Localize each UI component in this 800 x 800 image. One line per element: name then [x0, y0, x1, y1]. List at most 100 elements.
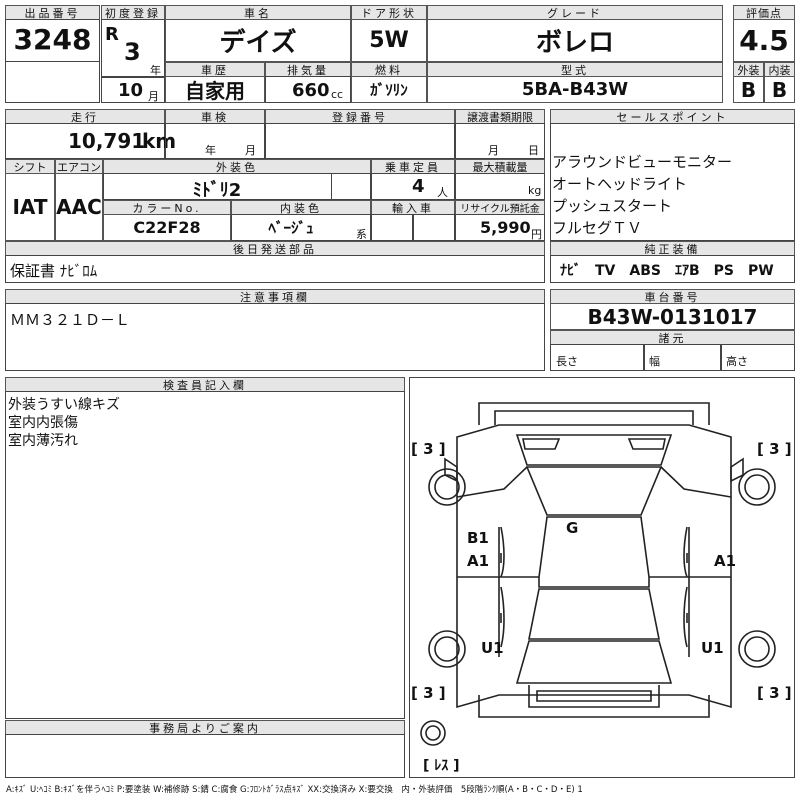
max-load-unit: kg: [528, 184, 542, 197]
inspection-month-unit: 月: [245, 144, 256, 157]
sales-point-item: フルセグＴＶ: [552, 219, 643, 237]
first-reg-month: 10: [118, 80, 144, 101]
specs-height: 高さ: [726, 355, 748, 368]
inspector-line: 室内薄汚れ: [8, 433, 78, 449]
fuel-label: 燃料: [351, 62, 427, 77]
recycle-box: [455, 214, 545, 241]
inspector-line: 外装うすい線キズ: [8, 397, 120, 413]
mileage-box: [5, 123, 165, 159]
recycle: 5,990: [480, 218, 531, 237]
color: ﾐﾄﾞﾘ2: [192, 180, 242, 201]
car-name-label: 車名: [165, 5, 351, 20]
tire-front-left-mark: [ 3 ]: [411, 440, 446, 458]
transfer-deadline-label: 譲渡書類期限: [455, 109, 545, 124]
later-parts: 保証書 ﾅﾋﾞﾛﾑ: [10, 262, 98, 280]
first-reg-month-unit: 月: [148, 90, 159, 103]
displacement-box: [265, 76, 351, 103]
max-load-box: [455, 173, 545, 200]
damage-a1-right: A1: [714, 552, 736, 570]
inspection-year-unit: 年: [205, 144, 216, 157]
exterior-rank: B: [733, 76, 764, 103]
capacity: 4: [412, 176, 425, 197]
int-color-label: 内装色: [231, 200, 371, 215]
int-color-box: [231, 214, 371, 241]
score-label: 評価点: [733, 5, 795, 20]
registration-box: [265, 123, 455, 159]
spare-mark: [ ﾚｽ ]: [423, 758, 460, 774]
displacement-unit: cc: [331, 88, 344, 101]
color-no-label: カラーNo.: [103, 200, 231, 215]
rear-bumper: [528, 685, 660, 708]
chassis-label: 車台番号: [550, 289, 795, 304]
wheel-front-right: [738, 468, 776, 506]
first-reg-label: 初度登録: [101, 5, 165, 20]
body-outline: [456, 424, 732, 709]
sales-point-item: オートヘッドライト: [552, 175, 688, 193]
displacement-label: 排気量: [265, 62, 351, 77]
import-box-b: [413, 214, 455, 241]
capacity-box: [371, 173, 455, 200]
caution-box: [5, 303, 545, 371]
car-diagram-frame: [409, 377, 795, 778]
damage-u1-right: U1: [701, 639, 724, 657]
transfer-deadline-box: [455, 123, 545, 159]
capacity-label: 乗車定員: [371, 159, 455, 174]
sales-points-box: [550, 123, 795, 241]
color-divider: [331, 173, 371, 200]
roof: [538, 516, 650, 588]
damage-legend: A:ｷｽﾞ U:ﾍｺﾐ B:ｷｽﾞを伴うﾍｺﾐ P:要塗装 W:補修跡 S:錆 …: [6, 785, 583, 795]
wheel-front-left: [428, 468, 466, 506]
caution: ＭＭ３２１Ｄ－Ｌ: [10, 311, 131, 329]
caution-label: 注意事項欄: [5, 289, 545, 304]
mileage: 10,791: [68, 129, 146, 153]
door-label: ドア形状: [351, 5, 427, 20]
damage-a1-left: A1: [467, 552, 489, 570]
sales-points-label: セールスポイント: [550, 109, 795, 124]
registration-label: 登録番号: [265, 109, 455, 124]
capacity-unit: 人: [437, 186, 448, 199]
rear-window: [528, 588, 660, 640]
equipment: ﾅﾋﾞ TV ABS ｴｱB PS PW: [560, 263, 774, 279]
mirror-right: [730, 457, 744, 483]
shift: IAT: [5, 173, 55, 241]
tire-front-right-mark: [ 3 ]: [757, 440, 792, 458]
tailgate: [515, 640, 673, 684]
model-label: 型式: [427, 62, 723, 77]
equipment-label: 純正装備: [550, 241, 795, 256]
import-box-a: [371, 214, 413, 241]
wheel-rear-right: [738, 630, 776, 668]
sales-point-item: プッシュスタート: [552, 197, 673, 215]
equipment-box: [550, 255, 795, 283]
int-color: ﾍﾞｰｼﾞｭ: [268, 219, 314, 237]
color-no: C22F28: [103, 214, 231, 241]
later-parts-label: 後日発送部品: [5, 241, 545, 256]
grade: ボレロ: [427, 19, 723, 62]
import-label: 輸入車: [371, 200, 455, 215]
max-load-label: 最大積載量: [455, 159, 545, 174]
first-reg-box: [101, 19, 165, 77]
grade-label: グレード: [427, 5, 723, 20]
fuel: ｶﾞｿﾘﾝ: [351, 76, 427, 103]
int-color-unit: 系: [356, 228, 367, 241]
aircon-label: エアコン: [55, 159, 103, 174]
score: 4.5: [733, 19, 795, 62]
specs-width-box: [644, 344, 721, 371]
windshield: [525, 466, 663, 516]
car-diagram: [ 3 ] [ 3 ] [ 3 ] [ 3 ] [ ﾚｽ ] G B1 A1 A…: [411, 402, 792, 774]
hood: [515, 434, 673, 466]
door-type: 5W: [351, 19, 427, 62]
model: 5BA-B43W: [427, 76, 723, 103]
specs-label: 諸元: [550, 330, 795, 345]
reg-month-box: [101, 77, 165, 103]
damage-b1: B1: [467, 529, 489, 547]
later-parts-box: [5, 255, 545, 283]
specs-length: 長さ: [556, 355, 578, 368]
lot-number-label: 出品番号: [5, 5, 100, 20]
office-box: [5, 734, 405, 778]
front-bumper: [478, 402, 710, 425]
displacement: 660: [292, 80, 330, 101]
mileage-label: 走行: [5, 109, 165, 124]
first-reg-era: R: [105, 24, 119, 45]
transfer-month-unit: 月: [488, 144, 499, 157]
mileage-unit: km: [142, 129, 177, 153]
